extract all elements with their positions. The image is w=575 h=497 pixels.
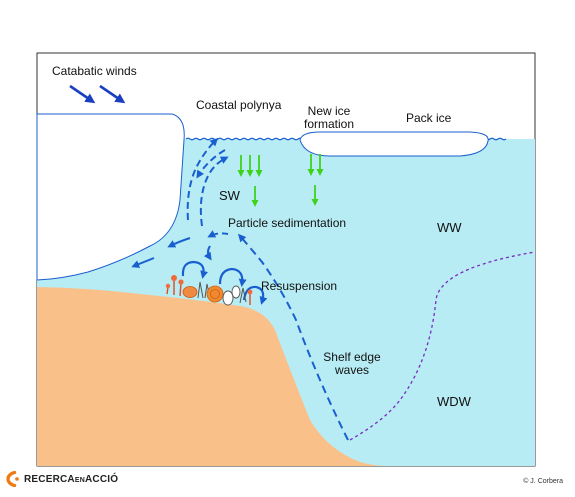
particle-sedimentation-label: Particle sedimentation (228, 216, 347, 230)
shelf-edge-line1: Shelf edge (323, 350, 381, 364)
recerca-en-accio-logo: RECERCAENACCIÓ (6, 470, 118, 488)
flow-arrow (196, 149, 226, 179)
logo-part2: EN (74, 476, 85, 484)
logo-mark-icon (6, 470, 20, 488)
catabatic-winds-label: Catabatic winds (52, 64, 137, 78)
flow-arrow (186, 137, 219, 221)
logo-text: RECERCAENACCIÓ (24, 474, 118, 485)
wdw-boundary (349, 251, 536, 441)
logo-part1: RECERCA (24, 473, 75, 485)
resuspension-loop (181, 260, 209, 279)
wind-arrow (69, 84, 96, 104)
wind-arrow (99, 84, 126, 104)
pack-ice-floe (299, 131, 489, 157)
shelf-edge-line2: waves (334, 363, 369, 377)
image-credit: © J. Corbera (523, 478, 563, 485)
flow-arrow (207, 230, 229, 238)
shelf-edge-arrow (238, 233, 349, 441)
resuspension-loop (242, 285, 268, 305)
sw-label: SW (219, 188, 240, 203)
coastal-polynya-label: Coastal polynya (196, 98, 282, 112)
ww-label: WW (437, 220, 462, 235)
benthic-organisms (165, 275, 253, 306)
new-ice-line1: New ice (307, 104, 351, 118)
logo-part3: ACCIÓ (84, 473, 119, 485)
flow-arrow (167, 237, 191, 248)
flow-arrow (203, 245, 212, 261)
resuspension-label: Resuspension (261, 279, 338, 293)
flow-arrow (199, 156, 229, 227)
new-ice-line2: formation (303, 117, 355, 131)
wdw-label: WDW (437, 394, 471, 409)
pack-ice-label: Pack ice (406, 111, 452, 125)
flow-arrow (131, 257, 155, 268)
seabed (37, 287, 385, 466)
new-ice-formation-label: New ice formation (296, 105, 362, 131)
shelf-edge-waves-label: Shelf edge waves (318, 351, 386, 377)
resuspension-loop (218, 267, 247, 287)
ice-shelf (36, 113, 185, 281)
